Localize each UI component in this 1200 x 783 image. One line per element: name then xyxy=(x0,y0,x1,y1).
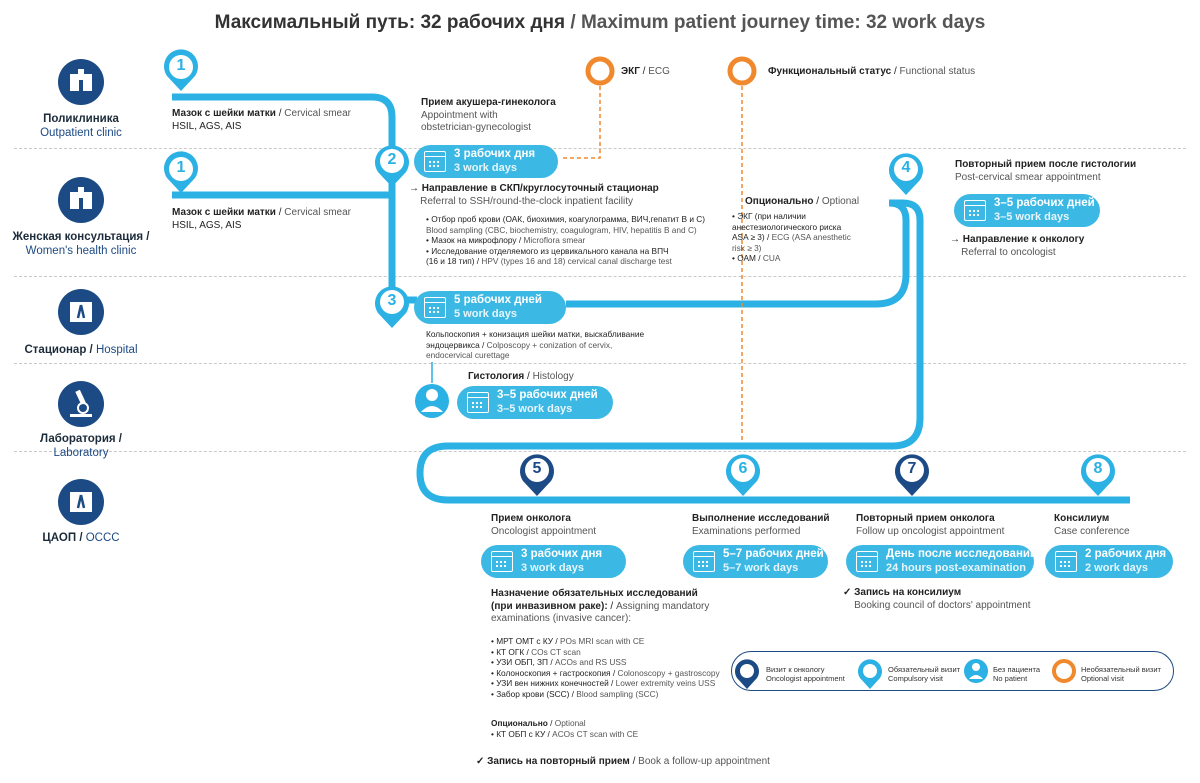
lane-label-hospital: Стационар / Hospital xyxy=(24,344,138,356)
step-4-referral: → Направление к онкологу Referral to onc… xyxy=(950,234,1085,258)
legend-doctor-icon xyxy=(964,659,988,683)
functional-status-label: Функциональный статус / Functional statu… xyxy=(768,66,976,77)
page-title: Максимальный путь: 32 рабочих дня / Maxi… xyxy=(0,12,1200,34)
calendar-icon xyxy=(856,551,878,572)
route-line xyxy=(172,93,417,304)
lane-icon-lab xyxy=(58,381,104,427)
pin-step-5-icon xyxy=(520,454,554,496)
step-6-number: 6 xyxy=(738,460,748,477)
calendar-icon xyxy=(964,200,986,221)
lane-divider xyxy=(14,276,1186,278)
pin-step-1a-icon xyxy=(163,49,198,91)
lane-label-occc: ЦАОП / OCCC xyxy=(42,532,120,544)
lane-divider xyxy=(14,148,1186,150)
step-5-book: ✓ Запись на повторный прием / Book a fol… xyxy=(476,756,770,767)
pin-step-6-icon xyxy=(726,454,761,496)
optional-dashed-line xyxy=(560,86,601,159)
step-5-items: • МРТ ОМТ с КУ / POs MRI scan with CE • … xyxy=(491,636,720,699)
legend-blue-pin-icon xyxy=(858,659,882,689)
histology-heading: Гистология / Histology xyxy=(468,371,574,382)
step-5-number: 5 xyxy=(532,460,542,477)
lane-divider xyxy=(14,363,1186,365)
legend-orange-circle-icon xyxy=(1052,659,1076,683)
ecg-orange-circle-icon xyxy=(585,56,615,86)
pin-step-3-icon xyxy=(374,286,409,328)
step-7-number: 7 xyxy=(907,460,917,477)
calendar-icon xyxy=(491,551,513,572)
lane-icon-womens xyxy=(58,177,104,223)
step-8-number: 8 xyxy=(1093,460,1103,477)
calendar-icon xyxy=(693,551,715,572)
step-2-items: • Отбор проб крови (ОАК, биохимия, коагу… xyxy=(426,214,706,266)
lane-icon-hospital xyxy=(58,289,104,335)
lane-icon-occc xyxy=(58,479,104,525)
step-1b-number: 1 xyxy=(176,159,186,176)
calendar-icon xyxy=(467,392,489,413)
functional-orange-circle-icon xyxy=(727,56,757,86)
title-en: Maximum patient journey time: 32 work da… xyxy=(580,12,986,33)
step-1a-number: 1 xyxy=(176,57,186,74)
step-4-number: 4 xyxy=(901,159,911,176)
lane-label-womens: Женская консультация /Women's health cli… xyxy=(12,231,150,257)
calendar-icon xyxy=(424,297,446,318)
title-sep: / xyxy=(565,12,581,33)
calendar-icon xyxy=(424,151,446,172)
lane-divider xyxy=(14,451,1186,453)
title-ru: Максимальный путь: 32 рабочих дня xyxy=(214,12,566,33)
pin-step-8-icon xyxy=(1081,454,1115,496)
lane-label-lab: Лаборатория / Laboratory xyxy=(40,433,122,459)
route-line xyxy=(416,199,1130,504)
legend xyxy=(731,651,1174,691)
pin-step-4-icon xyxy=(889,153,924,195)
optional-heading: Опционально / Optional xyxy=(745,196,860,207)
step-7-book: ✓ Запись на консилиум Booking council of… xyxy=(843,587,1031,611)
lane-icon-outpatient xyxy=(58,59,104,105)
doctor-no-patient-icon xyxy=(415,384,449,418)
step-5-assign: Назначение обязательных исследований(при… xyxy=(491,588,710,624)
calendar-icon xyxy=(1055,551,1077,572)
step-2-number: 2 xyxy=(387,151,397,168)
pin-step-1b-icon xyxy=(163,151,198,193)
pin-step-7-icon xyxy=(894,454,929,496)
step-2-referral: → Направление в СКП/круглосуточный стаци… xyxy=(409,183,659,207)
step-3-text: Кольпоскопия + конизация шейки матки, вы… xyxy=(426,329,645,360)
ecg-label: ЭКГ / ECG xyxy=(621,66,670,77)
pin-step-2-icon xyxy=(374,145,409,187)
step-3-number: 3 xyxy=(387,292,397,309)
step-5-optional: Опционально / Optional • КТ ОБП с КУ / A… xyxy=(491,718,639,739)
